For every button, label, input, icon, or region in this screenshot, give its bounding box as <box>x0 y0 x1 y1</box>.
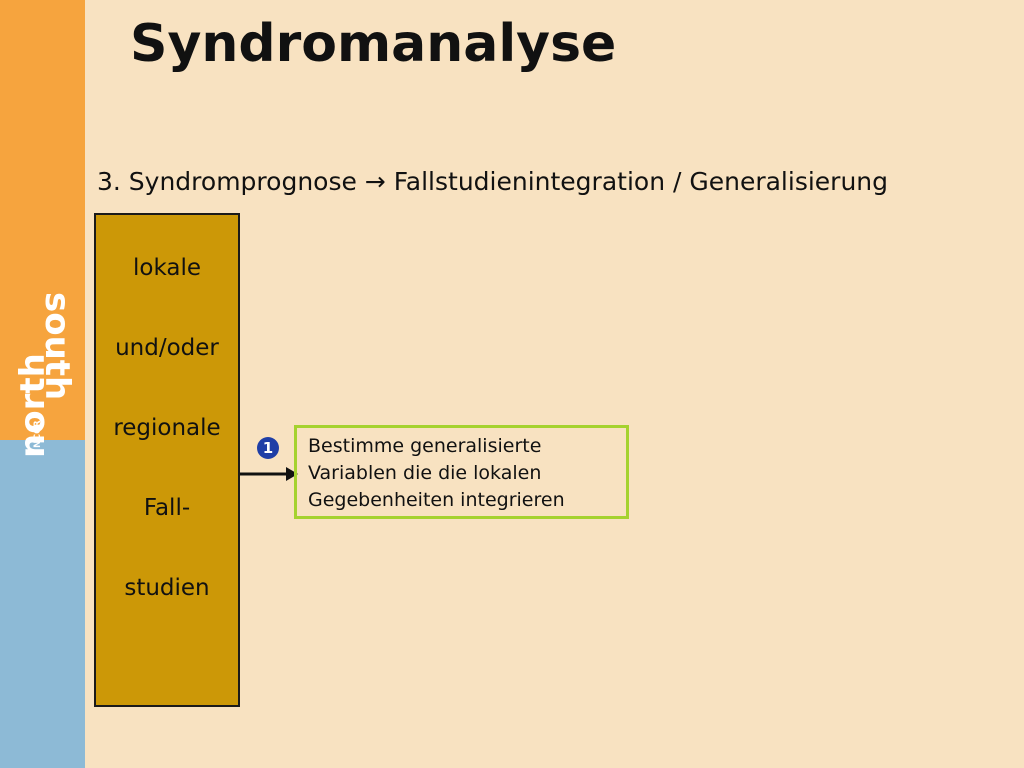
step-line: Variablen die die lokalen <box>308 462 542 484</box>
step-line: Bestimme generalisierte <box>308 435 542 457</box>
logo-nccr: NCCR <box>33 420 43 448</box>
sidebar-orange <box>0 0 85 440</box>
logo-north: north <box>13 353 53 458</box>
slide-subtitle: 3. Syndromprognose → Fallstudienintegrat… <box>97 167 889 196</box>
step-box: Bestimme generalisierte Variablen die di… <box>294 425 629 519</box>
case-line-und-oder: und/oder <box>115 335 219 361</box>
nccr-north-south-logo: north south NCCR <box>13 292 77 458</box>
step-number-badge: 1 <box>257 437 279 459</box>
slide-title: Syndromanalyse <box>130 14 617 74</box>
case-line-lokale: lokale <box>132 255 201 281</box>
sidebar-blue <box>0 440 85 768</box>
case-studies-box: lokale und/oder regionale Fall- studien <box>94 213 240 707</box>
case-line-studien: studien <box>124 575 210 601</box>
arrow-icon <box>240 467 298 481</box>
case-line-fall: Fall- <box>143 495 191 521</box>
case-line-regionale: regionale <box>113 415 221 441</box>
step-line: Gegebenheiten integrieren <box>308 489 565 511</box>
logo-south: south <box>37 292 77 400</box>
